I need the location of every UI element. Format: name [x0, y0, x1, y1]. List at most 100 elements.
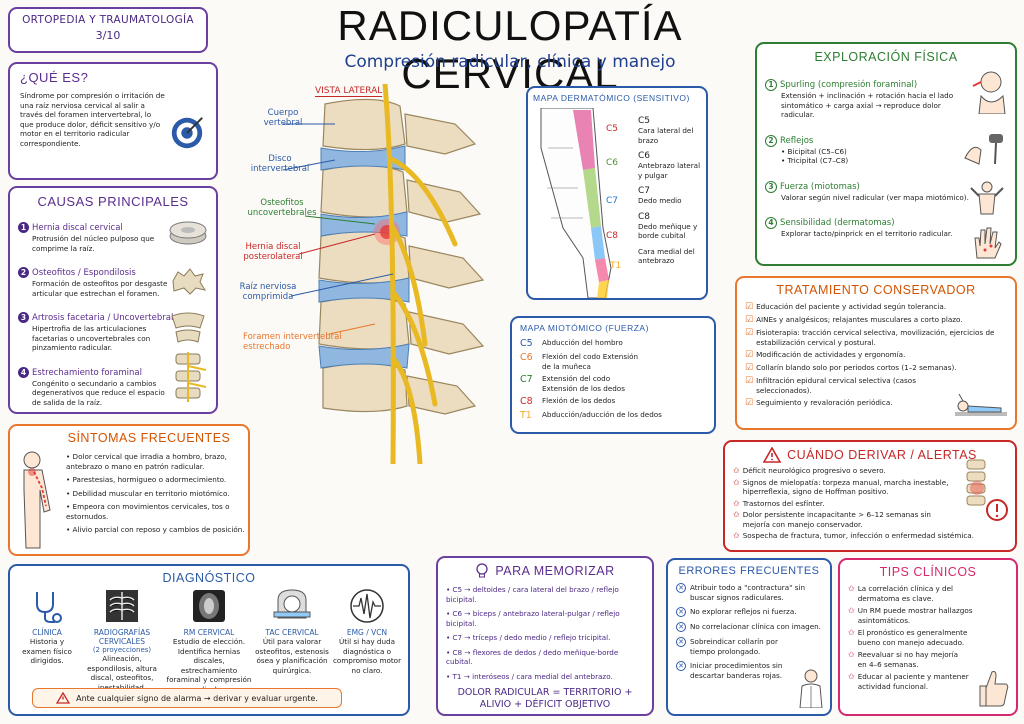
traction-patient-icon: [955, 393, 1007, 416]
emg-wave-icon: [350, 589, 384, 623]
tip-item: ✩Educar al paciente y mantener actividad…: [848, 672, 969, 691]
check-icon: ☑: [745, 302, 754, 312]
star-icon: ✩: [733, 510, 740, 519]
label-osteofitos: Osteofitos uncovertebrales: [247, 198, 317, 218]
dermatome-item: Cara medial del antebrazo: [638, 246, 695, 266]
star-icon: ✩: [848, 628, 855, 637]
disc-icon: [169, 221, 207, 245]
ct-scanner-icon: [273, 589, 311, 619]
star-icon: ✩: [733, 466, 740, 475]
sintomas-title: SÍNTOMAS FRECUENTES: [67, 431, 231, 445]
pain-radiation-figure-icon: [23, 451, 51, 549]
tratamiento-item: ☑Seguimiento y revaloración periódica.: [745, 398, 893, 408]
alerta-item: ✩Signos de mielopatía: torpeza manual, m…: [733, 477, 949, 497]
error-item: ✕Sobreindicar collarín por tiempo prolon…: [676, 637, 801, 656]
sintomas-panel: SÍNTOMAS FRECUENTES • Dolor cervical que…: [8, 424, 250, 556]
target-icon: [171, 117, 203, 149]
memorizar-formula: DOLOR RADICULAR = TERRITORIO + ALIVIO + …: [457, 687, 633, 711]
star-icon: ✩: [733, 477, 740, 487]
error-item: ✕Atribuir todo a "contractura" sin busca…: [676, 583, 822, 602]
alert-triangle-icon: [56, 692, 71, 704]
label-foramen: Foramen intervertebral estrechado: [243, 332, 342, 352]
label-hernia-discal: Hernia discal posterolateral: [243, 242, 303, 262]
warning-icon: [763, 447, 782, 463]
tip-item: ✩Un RM puede mostrar hallazgos asintomát…: [848, 606, 973, 625]
tip-item: ✩La correlación clínica y del dermatoma …: [848, 584, 954, 603]
star-icon: ✩: [848, 606, 855, 615]
foramen-icon: [175, 352, 207, 402]
que-es-text: Síndrome por compresión o irritación de …: [20, 91, 165, 148]
tips-panel: TIPS CLÍNICOS ✩La correlación clínica y …: [838, 558, 1018, 716]
causas-title: CAUSAS PRINCIPALES: [37, 194, 189, 209]
facet-joint-icon: [171, 312, 205, 343]
tratamiento-title: TRATAMIENTO CONSERVADOR: [776, 283, 976, 297]
hand-sensitivity-icon: [974, 227, 1002, 259]
alerta-item: ✩Sospecha de fractura, tumor, infección …: [733, 531, 974, 540]
que-es-title: ¿QUÉ ES?: [20, 70, 89, 85]
x-circle-icon: ✕: [676, 637, 686, 647]
module-badge: ORTOPEDIA Y TRAUMATOLOGÍA 3/10: [8, 7, 208, 53]
osteophyte-icon: [172, 268, 207, 295]
check-icon: ☑: [745, 328, 754, 338]
tratamiento-item: ☑Infiltración epidural cervical selectiv…: [745, 376, 916, 395]
memorizar-item: • C6 → bíceps / antebrazo lateral-pulgar…: [446, 609, 620, 628]
dermatomas-panel: MAPA DERMATÓMICO (SENSITIVO) C5 C6 C7 C8…: [526, 86, 708, 300]
check-icon: ☑: [745, 398, 754, 408]
error-item: ✕No explorar reflejos ni fuerza.: [676, 607, 822, 617]
dermatome-c7-tag: C7: [606, 196, 619, 206]
module-name: ORTOPEDIA Y TRAUMATOLOGÍA: [22, 14, 194, 26]
sintoma-item: • Alivio parcial con reposo y cambios de…: [66, 525, 245, 534]
spine-drawing: [282, 84, 485, 464]
tip-item: ✩El pronóstico es generalmente bueno con…: [848, 628, 968, 647]
strength-figure-icon: [970, 181, 1004, 215]
diagnostico-item: CLÍNICA Historia y examen físico dirigid…: [16, 588, 78, 694]
dermatome-c6-tag: C6: [606, 158, 619, 168]
error-item: ✕Iniciar procedimientos sin descartar ba…: [676, 661, 791, 680]
dermatome-c8-tag: C8: [606, 231, 619, 241]
xray-icon: [106, 590, 138, 622]
tratamiento-item: ☑Modificación de actividades y ergonomía…: [745, 350, 906, 360]
page-subtitle: Compresión radicular, clínica y manejo: [344, 52, 676, 72]
alerta-item: ✩Déficit neurológico progresivo o severo…: [733, 466, 886, 475]
diagnostico-alert-banner: Ante cualquier signo de alarma → derivar…: [32, 688, 342, 708]
tip-item: ✩Reevaluar si no hay mejoría en 4–6 sema…: [848, 650, 959, 669]
memorizar-item: • C8 → flexores de dedos / dedo meñique-…: [446, 647, 619, 667]
alerta-item: ✩Trastornos del esfínter.: [733, 498, 825, 508]
memorizar-title-row: PARA MEMORIZAR: [446, 563, 644, 579]
star-icon: ✩: [733, 498, 740, 508]
check-icon: ☑: [745, 315, 754, 325]
x-circle-icon: ✕: [676, 583, 686, 593]
memorizar-panel: PARA MEMORIZAR • C5 → deltoides / cara l…: [436, 556, 654, 716]
anatomy-illustration: VISTA LATERAL: [225, 84, 515, 464]
dermatome-t1-tag: T1: [610, 261, 622, 271]
diagnostico-item: EMG / VCN Útil si hay duda diagnóstica o…: [332, 588, 402, 694]
error-item: ✕No correlacionar clínica con imagen.: [676, 622, 822, 632]
tips-title: TIPS CLÍNICOS: [879, 565, 977, 579]
doctor-icon: [799, 669, 823, 708]
mri-scan-icon: [193, 590, 225, 622]
label-disco-intervertebral: Disco intervertebral: [250, 154, 310, 174]
dermatome-c5-tag: C5: [606, 124, 619, 134]
reflex-hammer-icon: [964, 134, 1003, 165]
page-title: RADICULOPATÍA CERVICAL: [337, 2, 683, 97]
tratamiento-item: ☑Collarín blando solo por periodos corto…: [745, 363, 957, 373]
tratamiento-panel: TRATAMIENTO CONSERVADOR ☑Educación del p…: [735, 276, 1017, 430]
memorizar-item: • T1 → interóseos / cara medial del ante…: [446, 671, 613, 681]
label-raiz-nerviosa: Raíz nerviosa comprimida: [239, 282, 297, 302]
derivar-panel: CUÁNDO DERIVAR / ALERTAS ✩Déficit neurol…: [723, 440, 1017, 552]
lightbulb-icon: [476, 563, 489, 578]
check-icon: ☑: [745, 363, 754, 373]
